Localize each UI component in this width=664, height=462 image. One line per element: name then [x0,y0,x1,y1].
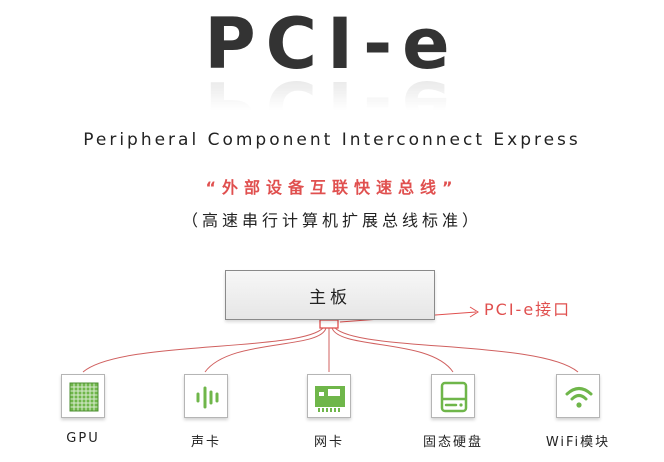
subtitle-chinese-quote: “外部设备互联快速总线” [205,178,459,197]
device-label-gpu: GPU [66,431,100,446]
subtitle-chinese-description: （高速串行计算机扩展总线标准） [181,211,482,230]
mainboard-label: 主板 [309,287,351,308]
wire-wifi [334,327,579,373]
wifi-icon [565,387,593,408]
device-label-network-card: 网卡 [313,435,344,450]
pcie-connector [319,319,339,329]
mainboard-box: 主板 [225,270,435,320]
device-label-wifi: WiFi模块 [545,435,611,450]
page-title: PCI-e [204,3,460,85]
device-label-ssd: 固态硬盘 [422,435,483,450]
sound-card-device [184,374,228,418]
subtitle-english: Peripheral Component Interconnect Expres… [83,130,581,150]
ssd-drive-icon [440,381,468,413]
sound-wave-icon [196,386,219,409]
network-card-icon [315,386,345,412]
wire-gpu [82,327,324,373]
pcie-interface-label: PCI-e接口 [484,300,572,319]
device-label-sound-card: 声卡 [190,435,221,450]
gpu-chip-icon [69,382,99,412]
gpu-device [61,374,105,418]
wire-sound-card [204,327,327,373]
wifi-device [556,374,600,418]
ssd-device [431,374,475,418]
wire-ssd [331,327,454,373]
pcie-pointer-arrowhead [469,306,479,318]
network-card-device [307,374,351,418]
